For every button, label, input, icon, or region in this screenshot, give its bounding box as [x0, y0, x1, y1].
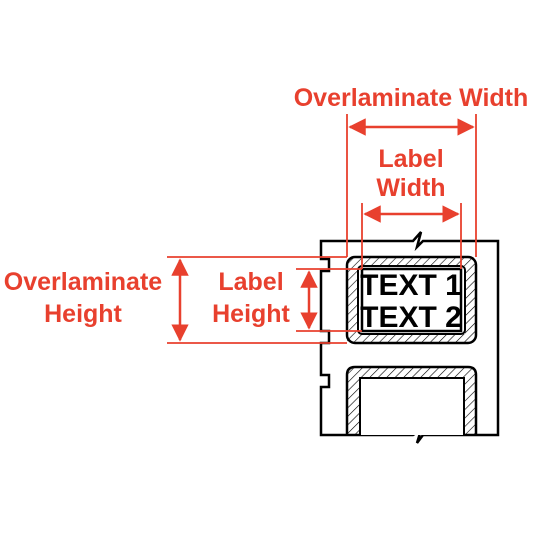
overlaminate-width-dimension [346, 114, 477, 257]
label-text-line-2: TEXT 2 [360, 301, 462, 334]
printed-label: TEXT 1 TEXT 2 [360, 269, 462, 334]
label-width-label-line-1: Label [378, 145, 443, 173]
overlaminate-height-dimension [167, 256, 347, 344]
lower-overlaminate [345, 365, 478, 435]
label-text-line-1: TEXT 1 [360, 269, 462, 302]
overlaminate-width-label: Overlaminate Width [294, 84, 529, 112]
label-height-label-line-2: Height [212, 300, 290, 328]
label-height-label-line-1: Label [218, 268, 283, 296]
upper-overlaminate [345, 255, 478, 345]
label-strip [319, 231, 500, 444]
strip-outline [319, 231, 500, 444]
label-width-label-line-2: Width [376, 174, 445, 202]
label-width-dimension [361, 203, 462, 269]
overlaminate-height-label-line-1: Overlaminate [4, 268, 163, 296]
label-height-dimension [296, 268, 362, 332]
overlaminate-height-label-line-2: Height [44, 300, 122, 328]
